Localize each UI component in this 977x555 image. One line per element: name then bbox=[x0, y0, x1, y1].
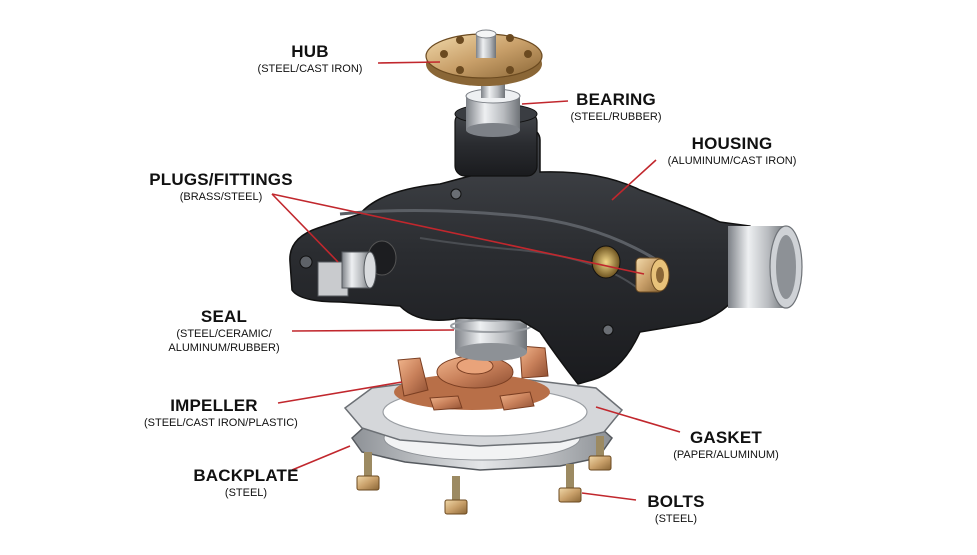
label-bearing-material: (STEEL/RUBBER) bbox=[570, 111, 662, 123]
bolts-part bbox=[356, 436, 612, 515]
label-backplate-material: (STEEL) bbox=[224, 487, 268, 499]
label-hub: HUB (STEEL/CAST IRON) bbox=[250, 42, 370, 76]
label-plugs-name: PLUGS/FITTINGS bbox=[149, 170, 293, 189]
bolt bbox=[356, 452, 380, 491]
label-gasket: GASKET (PAPER/ALUMINUM) bbox=[660, 428, 792, 462]
label-backplate: BACKPLATE (STEEL) bbox=[190, 466, 302, 500]
label-seal-material: (STEEL/CERAMIC/ ALUMINUM/RUBBER) bbox=[168, 328, 280, 354]
label-impeller-name: IMPELLER bbox=[170, 396, 258, 415]
label-seal-name: SEAL bbox=[200, 307, 248, 326]
label-bearing-name: BEARING bbox=[576, 90, 656, 109]
leader-backplate bbox=[291, 445, 351, 471]
label-plugs-material: (BRASS/STEEL) bbox=[179, 191, 263, 203]
label-bolts-name: BOLTS bbox=[647, 492, 705, 511]
label-impeller: IMPELLER (STEEL/CAST IRON/PLASTIC) bbox=[144, 396, 298, 430]
leader-bolts bbox=[581, 492, 637, 501]
label-housing: HOUSING (ALUMINUM/CAST IRON) bbox=[652, 134, 812, 168]
label-bolts-material: (STEEL) bbox=[654, 513, 698, 525]
leader-impeller bbox=[277, 381, 403, 404]
bolt bbox=[444, 476, 468, 515]
leader-lines bbox=[271, 61, 681, 501]
plug-fitting-right bbox=[635, 257, 670, 293]
label-housing-name: HOUSING bbox=[691, 134, 773, 153]
label-bolts: BOLTS (STEEL) bbox=[630, 492, 722, 526]
impeller-part bbox=[394, 345, 550, 411]
label-housing-material: (ALUMINUM/CAST IRON) bbox=[667, 155, 797, 167]
label-gasket-material: (PAPER/ALUMINUM) bbox=[673, 449, 779, 461]
label-bearing: BEARING (STEEL/RUBBER) bbox=[560, 90, 672, 124]
label-plugs-fittings: PLUGS/FITTINGS (BRASS/STEEL) bbox=[146, 170, 296, 204]
hub-part bbox=[425, 29, 543, 86]
label-hub-name: HUB bbox=[291, 42, 329, 61]
leader-bearing bbox=[521, 100, 569, 105]
label-seal: SEAL (STEEL/CERAMIC/ ALUMINUM/RUBBER) bbox=[158, 307, 290, 355]
label-impeller-material: (STEEL/CAST IRON/PLASTIC) bbox=[144, 417, 298, 429]
leader-housing bbox=[611, 159, 657, 201]
outlet-pipe bbox=[728, 225, 803, 309]
label-backplate-name: BACKPLATE bbox=[193, 466, 299, 485]
leader-hub bbox=[377, 61, 441, 64]
leader-plugs-right bbox=[271, 193, 645, 275]
label-gasket-name: GASKET bbox=[689, 428, 763, 447]
bolt bbox=[558, 464, 582, 503]
label-hub-material: (STEEL/CAST IRON) bbox=[257, 63, 363, 75]
leader-seal bbox=[291, 329, 455, 332]
leader-gasket bbox=[595, 406, 681, 433]
bolt bbox=[588, 436, 612, 471]
leader-plugs-left bbox=[271, 193, 339, 263]
plug-fitting-left bbox=[317, 251, 377, 297]
